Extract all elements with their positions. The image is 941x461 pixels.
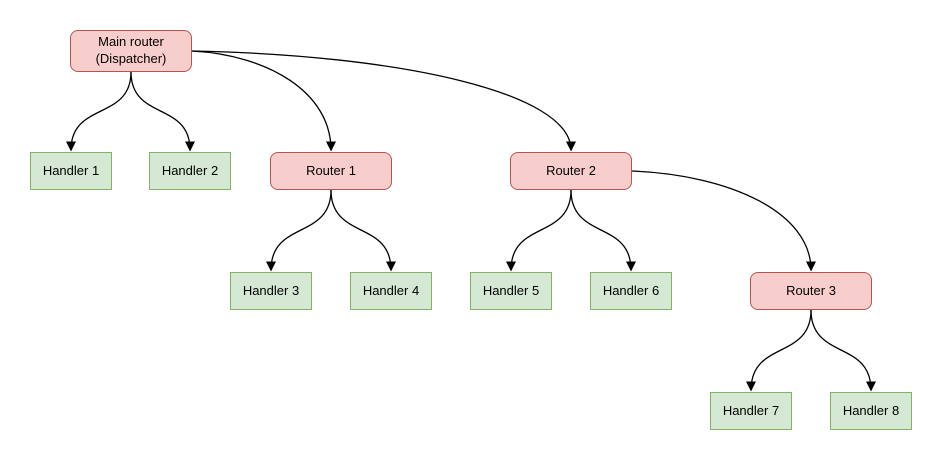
edge-router-3-to-handler-7 (746, 309, 812, 392)
edge-router-1-to-handler-4 (330, 189, 396, 272)
node-label-handler-3: Handler 3 (242, 282, 300, 298)
edge-router-3-to-handler-8 (810, 309, 876, 392)
node-handler-6: Handler 6 (590, 272, 672, 310)
node-label-handler-2: Handler 2 (161, 162, 219, 178)
node-router-3: Router 3 (750, 272, 872, 310)
edge-main-router-to-handler-2 (130, 71, 195, 152)
edge-router-1-to-handler-3 (266, 189, 332, 272)
node-label-handler-7: Handler 7 (722, 402, 780, 418)
edge-router-2-to-handler-5 (506, 189, 572, 272)
edge-main-router-to-router-1 (191, 50, 336, 152)
edge-main-router-to-handler-1 (66, 71, 132, 152)
edge-main-router-to-router-2 (191, 50, 576, 152)
node-router-2: Router 2 (510, 152, 632, 190)
node-handler-2: Handler 2 (149, 152, 231, 190)
node-handler-4: Handler 4 (350, 272, 432, 310)
node-main-router: Main router (Dispatcher) (70, 30, 192, 72)
node-label-handler-8: Handler 8 (842, 402, 900, 418)
node-label-handler-1: Handler 1 (42, 162, 100, 178)
node-router-1: Router 1 (270, 152, 392, 190)
node-label-handler-5: Handler 5 (482, 282, 540, 298)
node-handler-7: Handler 7 (710, 392, 792, 430)
node-label-router-2: Router 2 (546, 162, 596, 178)
node-label-handler-6: Handler 6 (602, 282, 660, 298)
node-handler-1: Handler 1 (30, 152, 112, 190)
node-label-main-router: Main router (Dispatcher) (95, 34, 167, 66)
edge-router-2-to-router-3 (631, 170, 816, 272)
node-label-router-3: Router 3 (786, 282, 836, 298)
node-handler-5: Handler 5 (470, 272, 552, 310)
node-handler-3: Handler 3 (230, 272, 312, 310)
node-label-router-1: Router 1 (306, 162, 356, 178)
edge-router-2-to-handler-6 (570, 189, 636, 272)
node-handler-8: Handler 8 (830, 392, 912, 430)
node-label-handler-4: Handler 4 (362, 282, 420, 298)
